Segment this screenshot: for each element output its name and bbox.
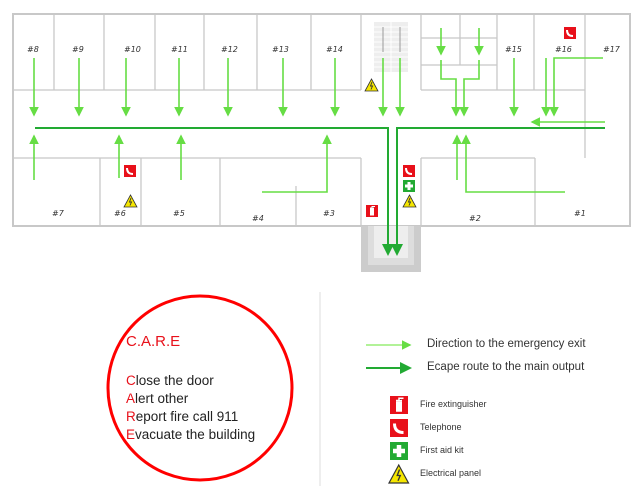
- fire-extinguisher-icon: [389, 395, 409, 415]
- care-circle: [106, 294, 294, 482]
- main-exit: [361, 226, 421, 272]
- direction-arrows: [29, 28, 605, 193]
- room-label: #17: [603, 45, 621, 54]
- room-label: #4: [252, 214, 264, 223]
- care-title: C.A.R.E: [126, 333, 181, 350]
- care-line: Alert other: [126, 391, 189, 406]
- legend-telephone-label: Telephone: [420, 422, 462, 432]
- electrical-panel-icon: [388, 464, 410, 484]
- electrical-panel-icon: [402, 194, 417, 208]
- stairs: [374, 22, 408, 72]
- telephone-icon: [123, 164, 137, 178]
- legend-extinguisher-label: Fire extinguisher: [420, 399, 487, 409]
- room-label: #5: [173, 209, 185, 218]
- room-label: #7: [52, 209, 65, 218]
- legend-direction-label: Direction to the emergency exit: [427, 338, 586, 350]
- first-aid-icon: [401, 178, 417, 194]
- room-label: #16: [555, 45, 572, 54]
- room-label: #9: [72, 45, 84, 54]
- room-label: #6: [114, 209, 126, 218]
- walls: [12, 13, 631, 227]
- legend-route-label: Ecape route to the main output: [427, 361, 585, 373]
- electrical-panel-icon: [123, 194, 138, 208]
- room-label: #2: [469, 214, 481, 223]
- room-label: #14: [326, 45, 343, 54]
- fire-extinguisher-icon: [365, 204, 379, 218]
- telephone-icon: [388, 417, 410, 439]
- room-label: #15: [505, 45, 522, 54]
- room-label: #1: [574, 209, 586, 218]
- care-line: Report fire call 911: [126, 409, 239, 424]
- care-line: Close the door: [126, 373, 214, 388]
- legend-first-aid-label: First aid kit: [420, 445, 464, 455]
- room-label: #3: [323, 209, 335, 218]
- telephone-icon: [563, 26, 577, 40]
- first-aid-icon: [390, 442, 408, 460]
- room-label: #12: [221, 45, 238, 54]
- room-label: #8: [27, 45, 39, 54]
- legend-electrical-label: Electrical panel: [420, 468, 482, 478]
- care-line: Evacuate the building: [126, 427, 256, 442]
- main-escape-route: [35, 127, 605, 256]
- electrical-panel-icon: [364, 78, 379, 92]
- room-label: #10: [124, 45, 141, 54]
- telephone-icon: [402, 164, 416, 178]
- room-label: #13: [272, 45, 289, 54]
- room-label: #11: [171, 45, 188, 54]
